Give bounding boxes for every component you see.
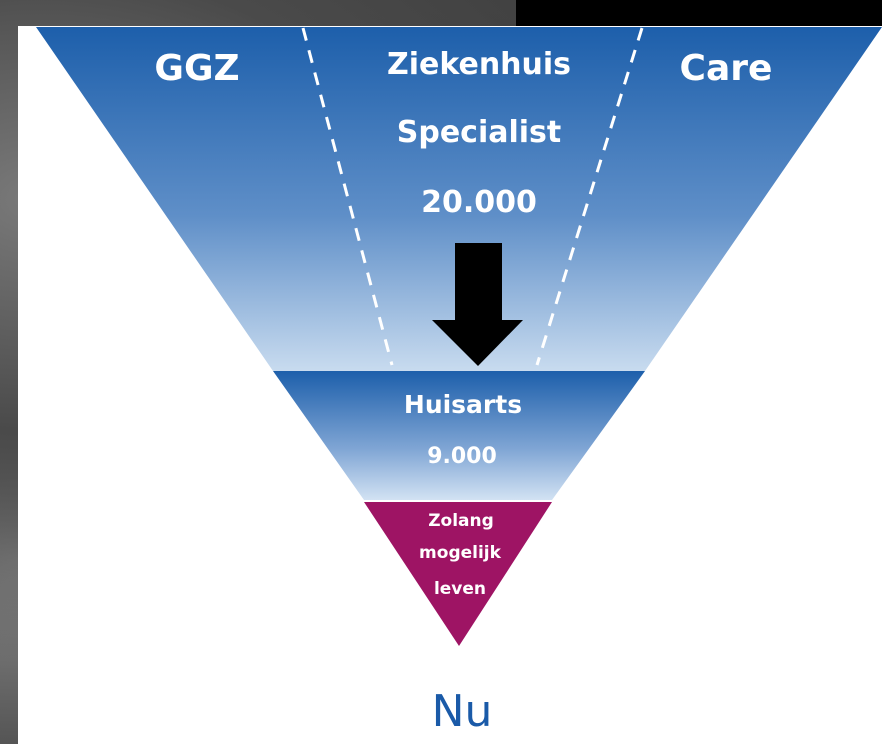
label-care: Care [680, 48, 773, 89]
funnel-bottom-section [364, 502, 552, 646]
divider-right-dashed [535, 27, 644, 366]
label-huisarts: Huisarts [404, 390, 522, 419]
value-huisarts: 9.000 [427, 444, 497, 469]
value-specialist: 20.000 [421, 185, 537, 220]
label-specialist: Specialist [397, 115, 562, 150]
label-ggz: GGZ [154, 48, 239, 89]
divider-left-dashed [301, 27, 394, 366]
down-arrow-icon [432, 243, 523, 366]
label-leven: leven [434, 579, 486, 599]
funnel-top-section [36, 27, 882, 371]
label-ziekenhuis: Ziekenhuis [387, 47, 571, 82]
label-zolang: Zolang [428, 511, 494, 531]
funnel-middle-section [273, 371, 645, 500]
label-mogelijk: mogelijk [419, 543, 502, 563]
top-black-bar [516, 0, 882, 26]
caption-nu: Nu [432, 686, 493, 737]
